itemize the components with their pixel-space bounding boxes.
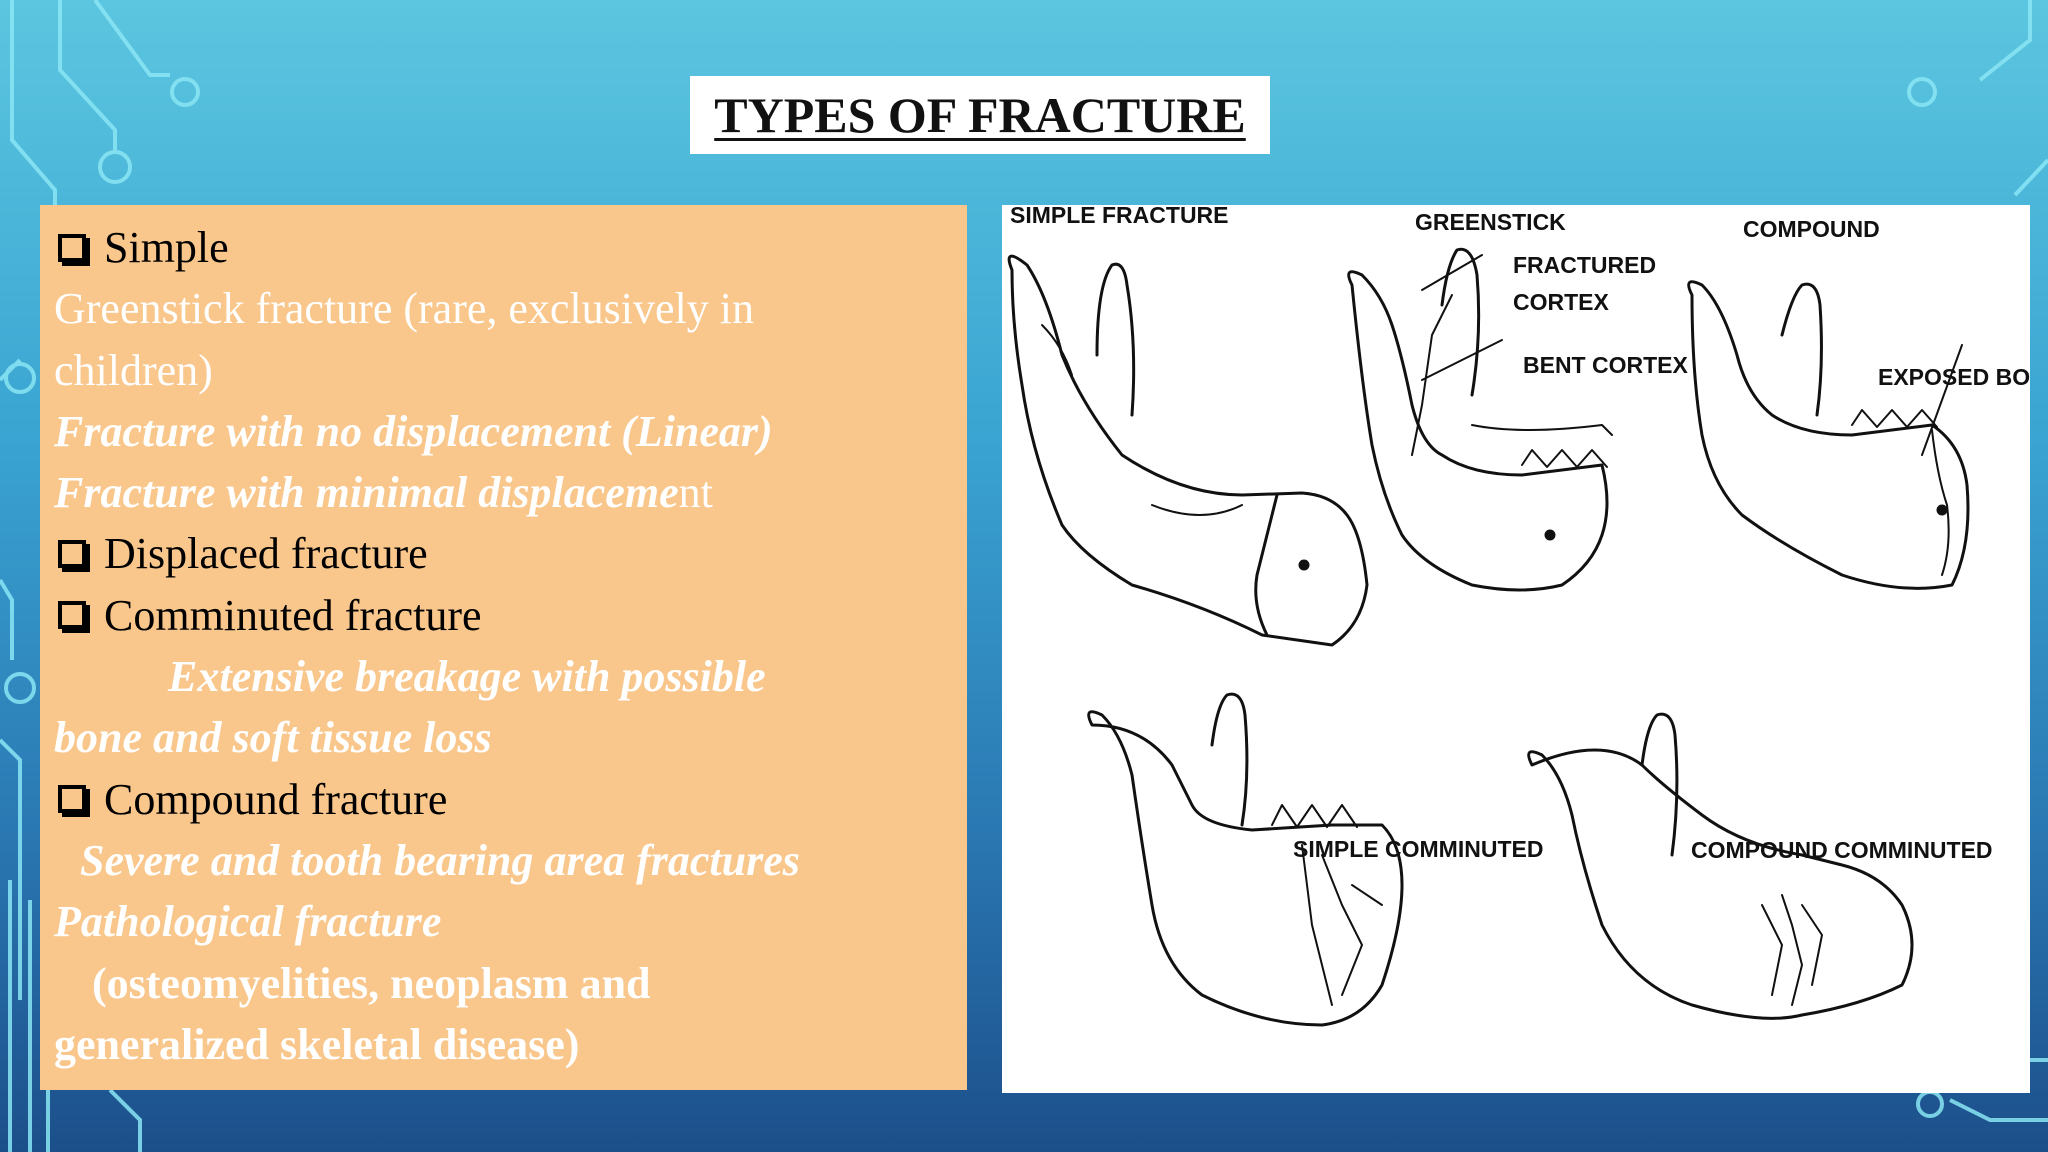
label-bent-cortex: BENT CORTEX	[1523, 352, 1689, 378]
line-text: Fracture with minimal displaceme	[54, 468, 679, 518]
line-skeletal-disease: generalized skeletal disease)	[54, 1014, 957, 1075]
bullet-simple: Simple	[54, 217, 957, 278]
line-children: children)	[54, 340, 957, 401]
checkbox-bullet-icon	[58, 233, 86, 262]
line-text: Extensive breakage with possible	[168, 652, 766, 702]
title-box: TYPES OF FRACTURE	[690, 76, 1270, 154]
label-compound: COMPOUND	[1743, 216, 1880, 242]
line-text: Displaced fracture	[104, 529, 428, 579]
simple-fracture-mandible	[1007, 254, 1369, 647]
bullet-comminuted: Comminuted fracture	[54, 585, 957, 646]
line-text: Comminuted fracture	[104, 590, 482, 640]
label-greenstick: GREENSTICK	[1415, 209, 1566, 235]
mandible-drawings: SIMPLE FRACTURE GREENSTICK COMPOUND FRAC…	[1007, 205, 2030, 1027]
checkbox-bullet-icon	[58, 540, 86, 569]
label-simple-fracture: SIMPLE FRACTURE	[1010, 205, 1229, 228]
line-text: Pathological fracture	[54, 897, 442, 947]
line-greenstick: Greenstick fracture (rare, exclusively i…	[54, 278, 957, 339]
line-text: (osteomyelities, neoplasm and	[92, 958, 651, 1008]
fracture-illustration: SIMPLE FRACTURE GREENSTICK COMPOUND FRAC…	[1002, 205, 2030, 1093]
greenstick-mandible	[1347, 247, 1613, 592]
line-text: Severe and tooth bearing area fractures	[80, 835, 800, 885]
simple-comminuted-mandible	[1087, 692, 1404, 1027]
line-text: bone and soft tissue loss	[54, 713, 492, 763]
compound-comminuted-mandible	[1527, 712, 1914, 1020]
line-extensive-breakage: Extensive breakage with possible	[54, 646, 957, 707]
label-fractured: FRACTURED	[1513, 252, 1656, 278]
label-simple-comminuted: SIMPLE COMMINUTED	[1293, 836, 1543, 862]
line-text: Compound fracture	[104, 774, 448, 824]
line-text: generalized skeletal disease)	[54, 1019, 580, 1069]
label-compound-comminuted: COMPOUND COMMINUTED	[1691, 837, 1993, 863]
line-osteomyelities: (osteomyelities, neoplasm and	[54, 953, 957, 1014]
bullet-displaced: Displaced fracture	[54, 523, 957, 584]
line-text: Greenstick fracture (rare, exclusively i…	[54, 284, 754, 334]
checkbox-bullet-icon	[58, 785, 86, 814]
line-bone-tissue-loss: bone and soft tissue loss	[54, 707, 957, 768]
slide-title: TYPES OF FRACTURE	[714, 87, 1246, 143]
line-text: Simple	[104, 223, 229, 272]
line-text: Fracture with no displacement (Linear)	[54, 406, 773, 456]
label-cortex: CORTEX	[1513, 289, 1610, 315]
line-severe-fractures: Severe and tooth bearing area fractures	[54, 830, 957, 891]
line-pathological: Pathological fracture	[54, 891, 957, 952]
line-no-displacement: Fracture with no displacement (Linear)	[54, 401, 957, 462]
compound-mandible	[1687, 280, 1970, 590]
bullet-compound: Compound fracture	[54, 769, 957, 830]
label-exposed-bone: EXPOSED BONE	[1878, 364, 2030, 390]
line-text-tail: nt	[678, 468, 713, 518]
checkbox-bullet-icon	[58, 601, 86, 630]
text-panel: Simple Greenstick fracture (rare, exclus…	[40, 205, 967, 1090]
line-text: children)	[54, 345, 213, 395]
